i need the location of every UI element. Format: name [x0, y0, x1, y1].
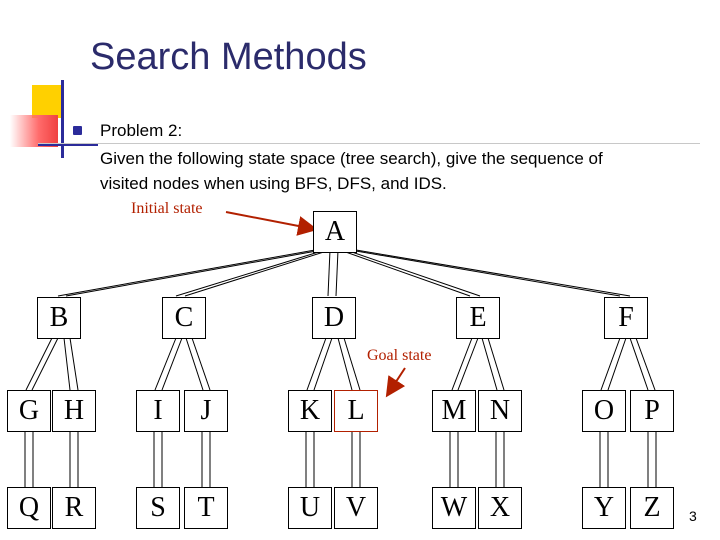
deco-blue-horizontal-line	[38, 143, 98, 146]
tree-node: H	[52, 390, 96, 432]
tree-node: N	[478, 390, 522, 432]
goal-state-label: Goal state	[367, 347, 432, 364]
deco-blue-vertical-line	[61, 80, 64, 158]
tree-node: Q	[7, 487, 51, 529]
tree-node: O	[582, 390, 626, 432]
header-rule	[38, 143, 700, 144]
tree-node: Y	[582, 487, 626, 529]
body-line-1: Given the following state space (tree se…	[100, 149, 603, 168]
tree-node: I	[136, 390, 180, 432]
tree-node: V	[334, 487, 378, 529]
tree-node: K	[288, 390, 332, 432]
body-line-2: visited nodes when using BFS, DFS, and I…	[100, 174, 447, 193]
tree-node: F	[604, 297, 648, 339]
initial-state-label: Initial state	[131, 200, 203, 217]
tree-node: B	[37, 297, 81, 339]
bullet-label: Problem 2:	[100, 121, 183, 140]
tree-node: D	[312, 297, 356, 339]
goal-state-arrow	[385, 367, 406, 398]
tree-node: C	[162, 297, 206, 339]
tree-node: E	[456, 297, 500, 339]
deco-red-fade	[10, 115, 58, 147]
page-number: 3	[689, 508, 697, 524]
initial-state-arrow	[225, 211, 318, 236]
tree-node: X	[478, 487, 522, 529]
tree-node: J	[184, 390, 228, 432]
tree-node: R	[52, 487, 96, 529]
tree-node-goal: L	[334, 390, 378, 432]
tree-node: M	[432, 390, 476, 432]
tree-node-root: A	[313, 211, 357, 253]
slide-title: Search Methods	[90, 36, 367, 78]
tree-node: W	[432, 487, 476, 529]
tree-node: S	[136, 487, 180, 529]
tree-node: T	[184, 487, 228, 529]
tree-node: P	[630, 390, 674, 432]
tree-node: G	[7, 390, 51, 432]
deco-yellow-square	[32, 85, 62, 118]
tree-node: U	[288, 487, 332, 529]
tree-node: Z	[630, 487, 674, 529]
bullet-square-icon	[73, 126, 82, 135]
